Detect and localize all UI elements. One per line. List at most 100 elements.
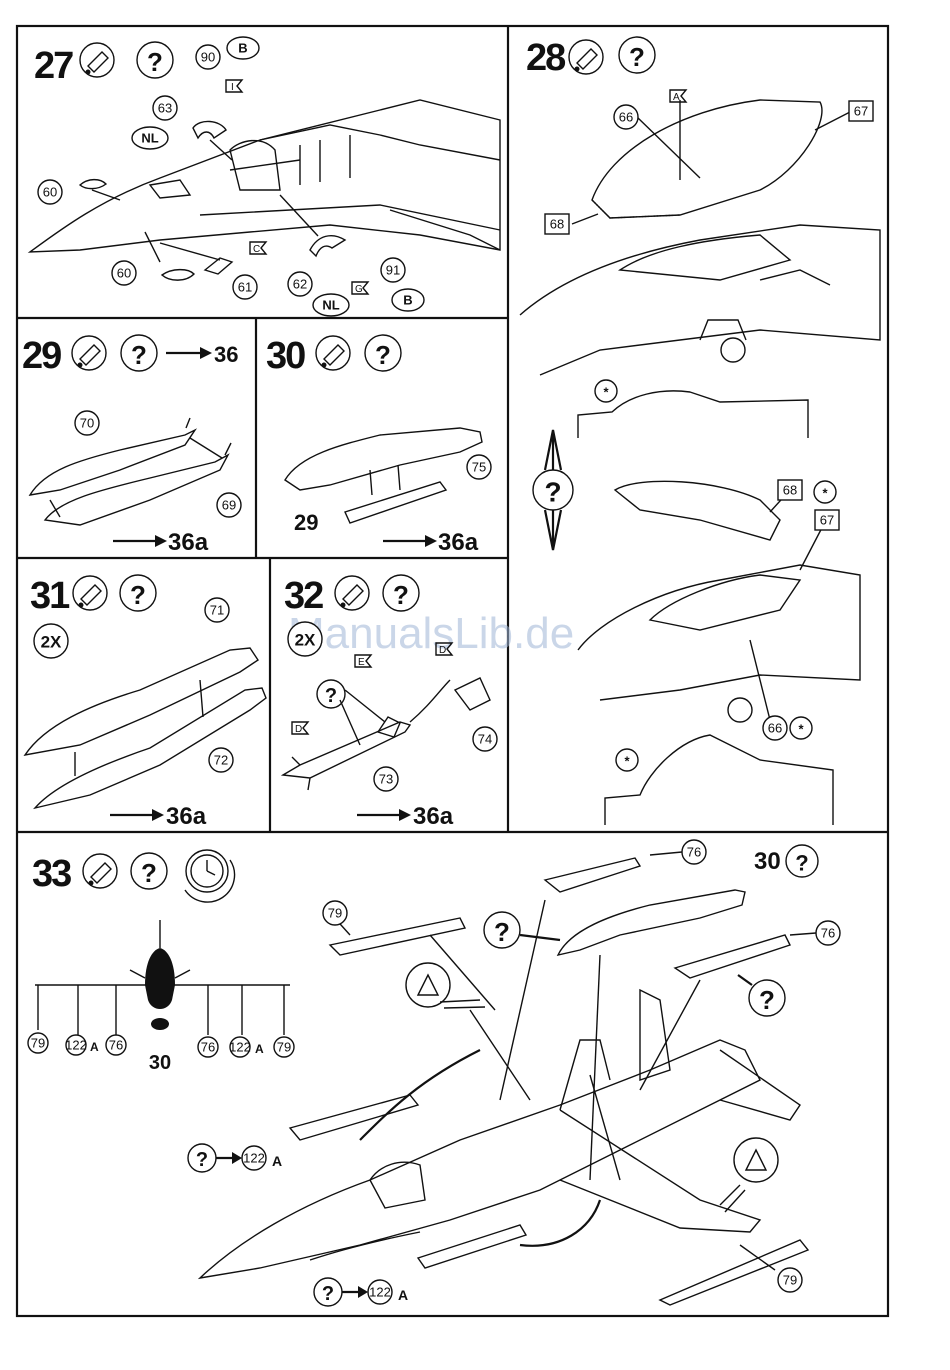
version-flag-nl: NL (313, 294, 349, 316)
svg-text:68: 68 (550, 217, 564, 232)
callout-67: 67 (849, 101, 873, 121)
svg-text:122: 122 (243, 1151, 265, 1166)
callout-67: 67 (815, 510, 839, 530)
quantity-badge: 2X (34, 624, 68, 658)
decal-flag-c: C (250, 242, 266, 255)
svg-text:B: B (238, 41, 247, 56)
svg-text:79: 79 (783, 1273, 797, 1288)
decal-flag-i: I (226, 80, 242, 93)
glue-icon (335, 576, 369, 610)
callout-76: 76 (198, 1037, 218, 1057)
svg-text:60: 60 (117, 266, 131, 281)
paint-question-icon: ? (188, 1144, 242, 1172)
target-step-arrow: 36a (110, 803, 207, 830)
svg-text:75: 75 (472, 460, 486, 475)
paint-question-icon: ? (484, 912, 560, 948)
svg-text:122: 122 (65, 1038, 87, 1053)
step-number: 28 (526, 37, 565, 79)
callout-75: 75 (467, 455, 491, 479)
svg-text:D: D (439, 645, 446, 656)
svg-text:36a: 36a (168, 529, 209, 556)
paint-question-icon: ? (120, 575, 156, 611)
cockpit-open-illustration (605, 735, 833, 825)
version-flag-nl: NL (132, 127, 168, 149)
svg-text:79: 79 (277, 1040, 291, 1055)
svg-text:67: 67 (854, 104, 868, 119)
decal-flag-e: E (355, 655, 371, 668)
aircraft-underside-illustration (200, 990, 800, 1278)
svg-text:?: ? (393, 580, 409, 610)
callout-68: 68 (545, 214, 569, 234)
part-76-pylon (545, 858, 640, 892)
aircraft-nose-illustration (30, 100, 500, 252)
callout-79: 79 (778, 1268, 802, 1292)
cockpit-closed-illustration (578, 391, 808, 438)
step-number: 29 (22, 335, 61, 377)
callout-68: 68 (778, 480, 802, 500)
part-label: 29 (294, 510, 318, 535)
callout-66: 66 (763, 716, 787, 740)
svg-text:*: * (624, 754, 630, 769)
part-61 (205, 258, 232, 274)
part-76-pylon (675, 935, 790, 978)
part-60-bottom (162, 270, 194, 281)
svg-text:?: ? (131, 340, 147, 370)
svg-text:NL: NL (322, 298, 339, 313)
glue-icon (83, 854, 117, 888)
callout-71: 71 (205, 598, 229, 622)
callout-122: 122 (65, 1035, 87, 1055)
svg-text:NL: NL (141, 131, 158, 146)
svg-text:36a: 36a (166, 803, 207, 830)
svg-text:36a: 36a (413, 803, 454, 830)
version-flag-b: B (392, 289, 424, 311)
paint-question-icon: ? (383, 575, 419, 611)
svg-text:79: 79 (328, 906, 342, 921)
svg-text:?: ? (196, 1149, 208, 1171)
callout-70: 70 (75, 411, 99, 435)
callout-74: 74 (473, 727, 497, 751)
svg-text:71: 71 (210, 603, 224, 618)
fuel-tank-illustration (285, 428, 482, 523)
svg-text:C: C (253, 244, 260, 255)
part-60-top (80, 180, 106, 189)
svg-text:79: 79 (31, 1036, 45, 1051)
svg-text:76: 76 (687, 845, 701, 860)
svg-text:G: G (355, 284, 363, 295)
step-number: 27 (34, 45, 73, 87)
svg-text:?: ? (544, 477, 561, 508)
svg-text:E: E (358, 657, 365, 668)
svg-text:76: 76 (821, 926, 835, 941)
callout-91: 91 (381, 258, 405, 282)
svg-text:66: 66 (768, 721, 782, 736)
svg-text:91: 91 (386, 263, 400, 278)
callout-76: 76 (682, 840, 706, 864)
callout-60: 60 (112, 261, 136, 285)
svg-text:63: 63 (158, 101, 172, 116)
callout-79: 79 (274, 1037, 294, 1057)
svg-text:90: 90 (201, 50, 215, 65)
callout-79: 79 (323, 901, 347, 925)
part-79-rail (330, 918, 465, 955)
svg-text:122: 122 (369, 1285, 391, 1300)
svg-text:?: ? (130, 580, 146, 610)
decal-flag-g: G (352, 282, 368, 295)
part-122-pylon (290, 1095, 418, 1140)
clock-icon (185, 850, 235, 902)
svg-text:68: 68 (783, 483, 797, 498)
glue-icon (73, 576, 107, 610)
suffix-a: A (272, 1153, 282, 1169)
part-122-pylon (418, 1225, 526, 1268)
target-step-arrow: 36a (357, 803, 454, 830)
svg-text:?: ? (141, 858, 157, 888)
callout-76: 76 (106, 1035, 126, 1055)
fuselage-illustration (520, 225, 880, 375)
svg-text:72: 72 (214, 753, 228, 768)
svg-text:60: 60 (43, 185, 57, 200)
svg-text:?: ? (322, 1283, 334, 1305)
centerline-label: 30 (149, 1052, 171, 1074)
detail-inset (406, 963, 450, 1007)
svg-text:I: I (231, 82, 234, 93)
svg-text:?: ? (147, 47, 163, 77)
